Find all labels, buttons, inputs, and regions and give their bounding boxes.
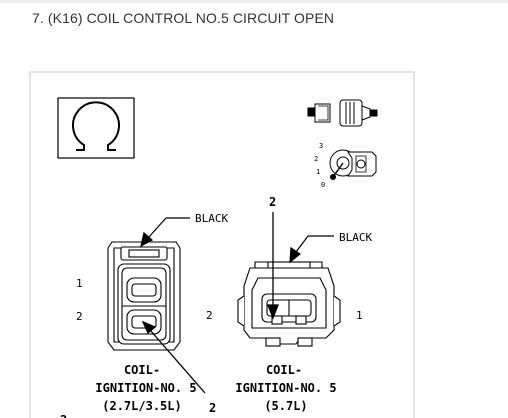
- left-caption-line2: IGNITION-NO. 5: [95, 381, 196, 395]
- right-pin-1: 1: [356, 309, 363, 322]
- bottom-partial-number: 2: [60, 413, 67, 418]
- right-black-leader: [289, 235, 334, 264]
- right-caption-line3: (5.7L): [264, 399, 307, 413]
- top-divider: [0, 0, 508, 3]
- left-caption-line3: (2.7L/3.5L): [102, 399, 181, 413]
- ignition-pos-2: 2: [314, 155, 318, 163]
- left-caption-line1: COIL-: [124, 363, 160, 377]
- left-black-leader: [140, 217, 190, 248]
- ignition-switch-icon: [329, 149, 377, 180]
- left-pointer-number: 2: [209, 401, 216, 415]
- connector-disconnect-icon: [307, 99, 378, 127]
- left-coil-connector: [107, 241, 181, 351]
- left-pin-2: 2: [76, 310, 83, 323]
- right-black-label: BLACK: [339, 231, 372, 244]
- right-caption-line2: IGNITION-NO. 5: [235, 381, 336, 395]
- left-pin-pointer: [141, 320, 206, 394]
- ohmmeter-symbol-icon: [57, 97, 135, 159]
- diagram-frame: [29, 71, 415, 418]
- right-coil-connector: [237, 261, 341, 347]
- ignition-pos-1: 1: [316, 168, 320, 176]
- right-caption-line1: COIL-: [266, 363, 302, 377]
- page-title: 7. (K16) COIL CONTROL NO.5 CIRCUIT OPEN: [32, 10, 335, 26]
- left-pin-2-right: 2: [206, 309, 213, 322]
- left-black-label: BLACK: [195, 212, 228, 225]
- ignition-pos-3: 3: [319, 142, 323, 150]
- right-pin-pointer: [267, 212, 279, 320]
- left-pin-1: 1: [76, 277, 83, 290]
- ignition-pos-0: 0: [321, 181, 325, 189]
- right-top-number: 2: [269, 195, 276, 209]
